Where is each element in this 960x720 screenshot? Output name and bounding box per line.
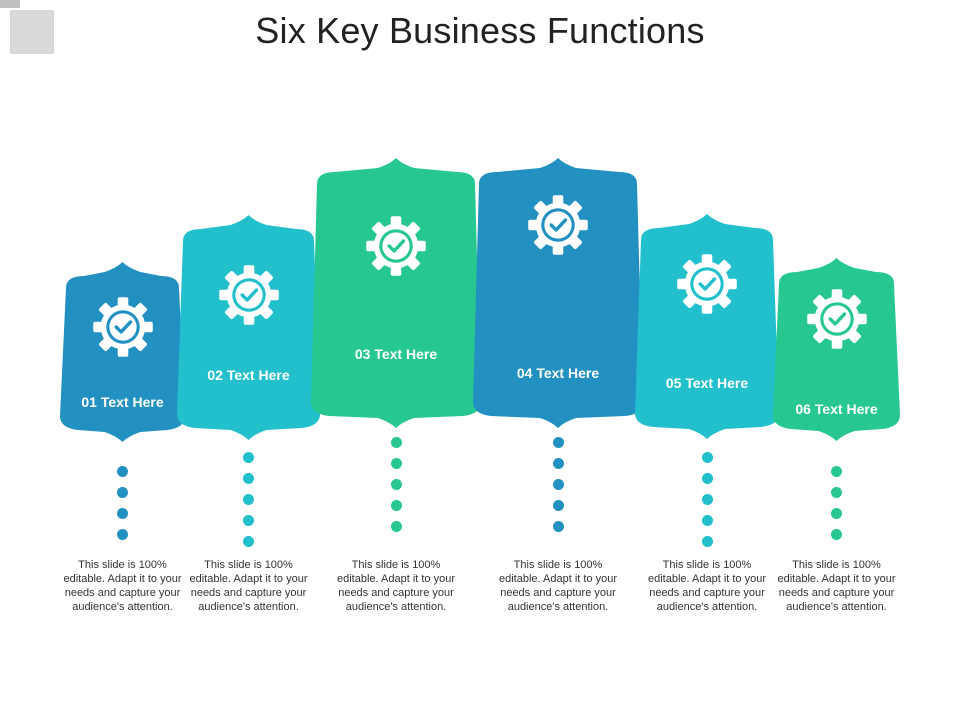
connector-dot: [552, 521, 564, 532]
connector-dot: [390, 437, 402, 448]
connector-dots-4: [552, 437, 565, 542]
connector-dot: [831, 466, 842, 477]
function-card-label-3: 03 Text Here: [354, 346, 438, 362]
connector-dot: [390, 521, 402, 532]
function-card-label-4: 04 Text Here: [516, 365, 600, 381]
connector-dot: [390, 500, 402, 511]
gear-check-icon: [676, 253, 738, 320]
connector-dot: [552, 500, 564, 511]
gear-check-icon: [527, 194, 589, 261]
connector-dot: [117, 466, 128, 477]
gear-check-icon: [365, 215, 427, 282]
connector-dot: [831, 508, 842, 519]
connector-dot: [552, 458, 564, 469]
function-card-shape-6: [773, 258, 900, 441]
connector-dot: [701, 515, 713, 526]
connector-dot: [117, 508, 128, 519]
function-card-label-5: 05 Text Here: [665, 375, 749, 391]
function-card-label-6: 06 Text Here: [795, 401, 878, 417]
slide-title: Six Key Business Functions: [255, 10, 705, 51]
connector-dots-6: [831, 466, 843, 550]
function-card-shape-3: [311, 158, 481, 428]
connector-dot: [390, 458, 402, 469]
function-card-5: 05 Text Here: [635, 214, 779, 439]
function-card-1: 01 Text Here: [60, 262, 185, 442]
function-card-shape-5: [635, 214, 779, 439]
connector-dots-2: [243, 452, 255, 557]
connector-dots-1: [117, 466, 129, 550]
function-card-label-2: 02 Text Here: [207, 367, 290, 383]
function-card-2: 02 Text Here: [177, 215, 320, 440]
connector-dot: [701, 473, 713, 484]
gear-check-icon: [806, 288, 868, 355]
function-card-shape-4: [473, 158, 643, 428]
connector-dot: [701, 452, 713, 463]
function-card-3: 03 Text Here: [311, 158, 481, 428]
function-description-4: This slide is 100% editable. Adapt it to…: [498, 559, 618, 613]
function-card-shape-2: [177, 215, 320, 440]
connector-dot: [831, 487, 842, 498]
connector-dot: [701, 536, 713, 547]
function-card-6: 06 Text Here: [773, 258, 900, 441]
function-description-6: This slide is 100% editable. Adapt it to…: [777, 559, 896, 613]
function-description-1: This slide is 100% editable. Adapt it to…: [63, 559, 182, 613]
function-description-3: This slide is 100% editable. Adapt it to…: [336, 559, 456, 613]
connector-dot: [552, 479, 564, 490]
connector-dot: [243, 494, 254, 505]
function-description-2: This slide is 100% editable. Adapt it to…: [189, 559, 308, 613]
connector-dot: [701, 494, 713, 505]
connector-dots-5: [701, 452, 714, 557]
connector-dot: [243, 473, 254, 484]
gear-check-icon: [92, 296, 154, 363]
connector-dot: [831, 529, 842, 540]
corner-decoration: [0, 0, 56, 56]
connector-dot: [243, 452, 254, 463]
connector-dot: [243, 515, 254, 526]
connector-dot: [117, 487, 128, 498]
function-card-4: 04 Text Here: [473, 158, 643, 428]
gear-check-icon: [218, 264, 280, 331]
connector-dot: [243, 536, 254, 547]
connector-dots-3: [390, 437, 403, 542]
connector-dot: [552, 437, 564, 448]
connector-dot: [117, 529, 128, 540]
function-description-5: This slide is 100% editable. Adapt it to…: [647, 559, 767, 613]
function-card-label-1: 01 Text Here: [81, 394, 164, 410]
connector-dot: [390, 479, 402, 490]
